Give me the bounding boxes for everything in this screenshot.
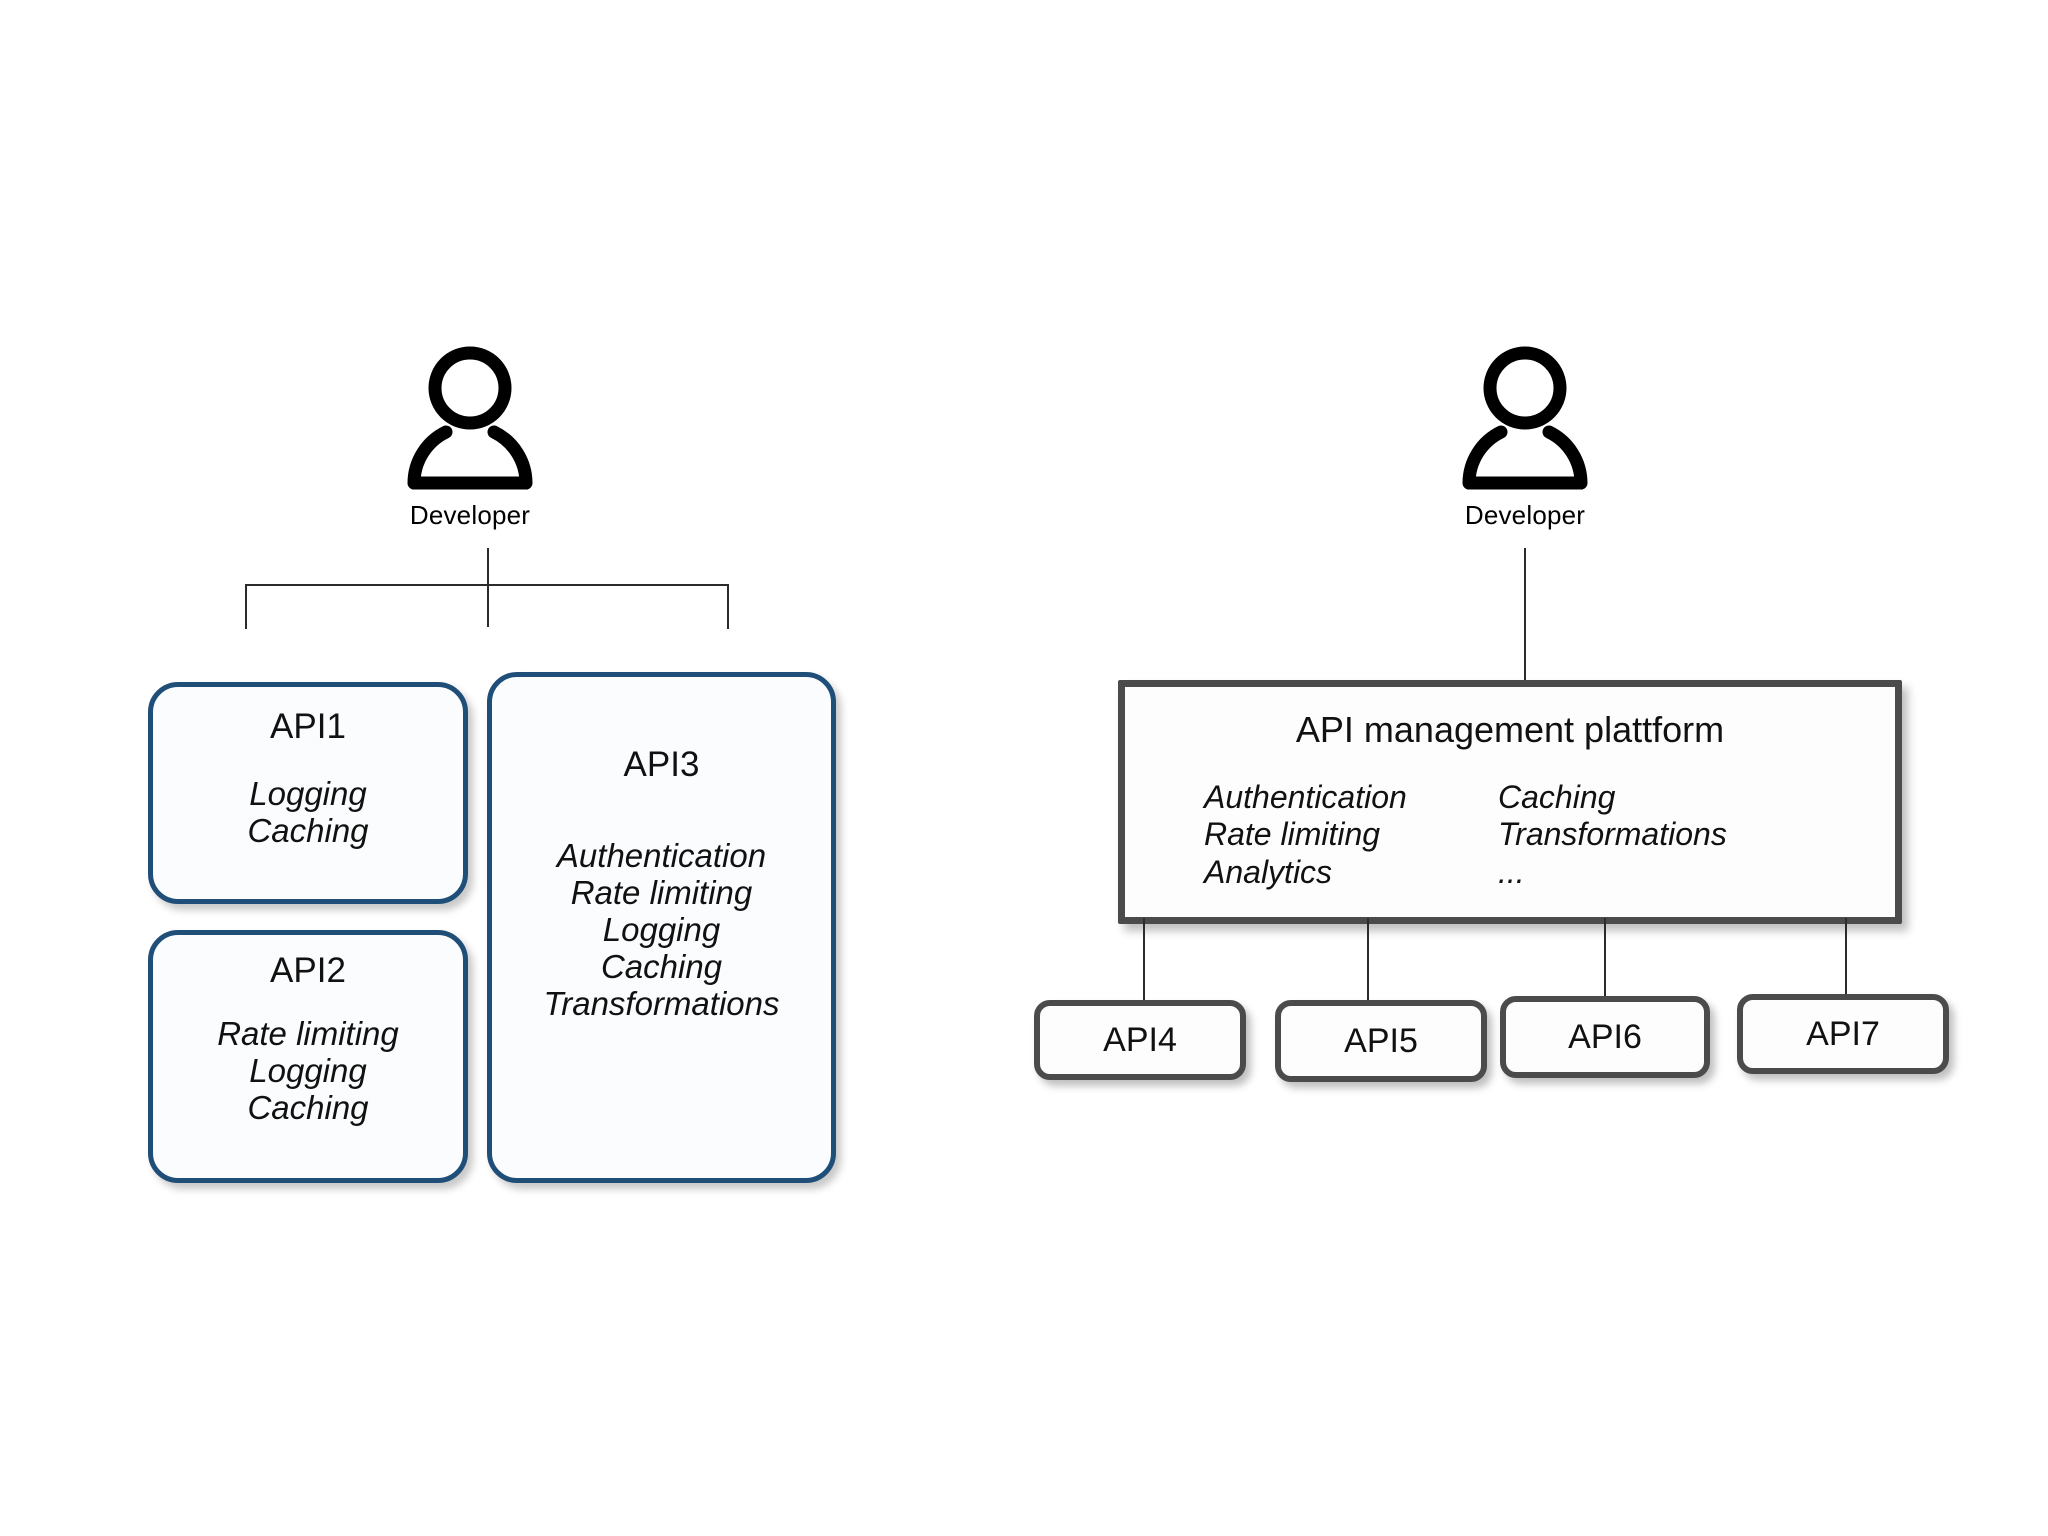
api-box-api6[interactable]: API6 bbox=[1500, 996, 1710, 1078]
api1-feature-0: Logging bbox=[249, 774, 367, 812]
api1-features: Logging Caching bbox=[153, 774, 463, 850]
platform-title: API management plattform bbox=[1295, 709, 1725, 750]
developer-actor-left: Developer bbox=[390, 340, 550, 540]
api3-title: API3 bbox=[623, 745, 700, 784]
api-box-api4[interactable]: API4 bbox=[1034, 1000, 1246, 1080]
platform-feature-left-0: Authentication bbox=[1204, 779, 1407, 815]
developer-actor-right: Developer bbox=[1445, 340, 1605, 540]
connector-dev-left-stem bbox=[487, 548, 489, 627]
api3-features: Authentication Rate limiting Logging Cac… bbox=[492, 836, 831, 1023]
connector-left-branch-3 bbox=[727, 584, 729, 629]
platform-features-col-left: Authentication Rate limiting Analytics bbox=[1204, 779, 1407, 891]
api-box-api7[interactable]: API7 bbox=[1737, 994, 1949, 1074]
api-card-api3[interactable]: API3 Authentication Rate limiting Loggin… bbox=[487, 672, 836, 1183]
api1-title: API1 bbox=[270, 707, 346, 746]
connector-left-branch-1 bbox=[245, 584, 247, 629]
connector-platform-api5 bbox=[1367, 918, 1369, 1000]
person-icon bbox=[407, 346, 533, 490]
api-management-platform[interactable]: API management plattform Authentication … bbox=[1118, 680, 1902, 924]
api2-feature-0: Rate limiting bbox=[217, 1014, 399, 1052]
connector-platform-api4 bbox=[1143, 918, 1145, 1000]
platform-feature-right-1: Transformations bbox=[1498, 816, 1727, 853]
connector-platform-api7 bbox=[1845, 918, 1847, 996]
api-box-api5[interactable]: API5 bbox=[1275, 1000, 1487, 1082]
platform-features-col-right: Caching Transformations ... bbox=[1498, 779, 1727, 891]
person-icon bbox=[1462, 346, 1588, 490]
platform-feature-right-0: Caching bbox=[1498, 779, 1616, 815]
api-card-api1[interactable]: API1 Logging Caching bbox=[148, 682, 468, 904]
api2-feature-1: Logging bbox=[249, 1051, 367, 1089]
platform-feature-left-2: Analytics bbox=[1204, 853, 1333, 890]
connector-platform-api6 bbox=[1604, 918, 1606, 996]
api3-feature-2: Logging bbox=[602, 910, 721, 948]
api3-feature-1: Rate limiting bbox=[570, 873, 753, 911]
developer-label-right: Developer bbox=[1464, 500, 1586, 530]
api3-feature-3: Caching bbox=[600, 947, 723, 985]
api3-feature-4: Transformations bbox=[543, 984, 780, 1022]
api2-feature-2: Caching bbox=[247, 1088, 369, 1126]
connector-dev-left-bus bbox=[245, 584, 729, 586]
api-card-api2[interactable]: API2 Rate limiting Logging Caching bbox=[148, 930, 468, 1183]
api3-feature-0: Authentication bbox=[556, 836, 767, 874]
api2-title: API2 bbox=[270, 951, 346, 990]
developer-label-left: Developer bbox=[409, 500, 531, 530]
connector-dev-right-stem bbox=[1524, 548, 1526, 680]
api2-features: Rate limiting Logging Caching bbox=[153, 1014, 463, 1127]
platform-feature-left-1: Rate limiting bbox=[1204, 816, 1381, 853]
platform-feature-right-2: ... bbox=[1498, 853, 1525, 890]
api1-feature-1: Caching bbox=[247, 811, 369, 849]
